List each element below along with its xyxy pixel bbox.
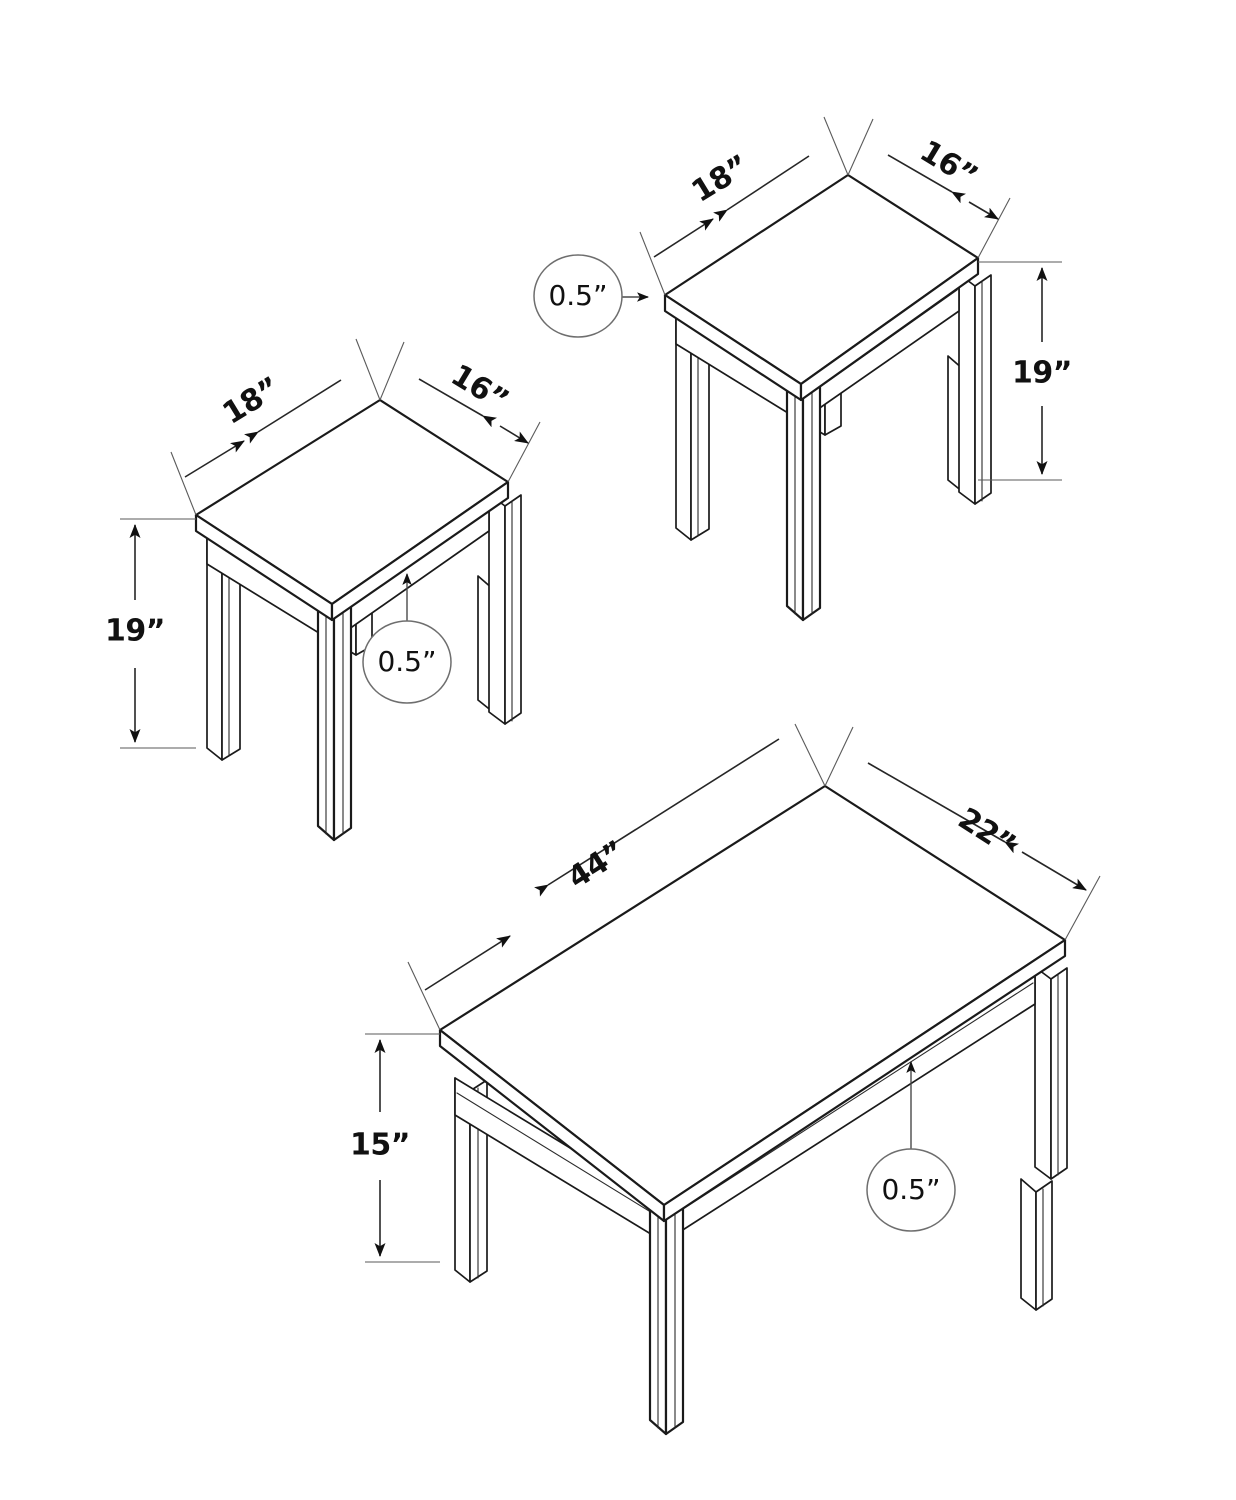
end-table-left: 18” 16” 19” 0.5” [105,338,541,842]
callout-right-table-thickness: 0.5” [533,254,649,338]
callout-circle-left [362,620,452,704]
callout-label-05in-left: 0.5” [377,645,436,678]
dimension-label-22in: 22” [952,801,1021,863]
callout-circle-coffee [866,1148,956,1232]
dimension-left-table-height: 19” [105,518,196,749]
dimension-coffee-table-height: 15” [350,1033,440,1263]
coffee-table: 44” 22” 15” 0.5” [350,723,1101,1436]
coffee-table-top [438,784,1067,1223]
coffee-leg-front [648,1195,685,1436]
coffee-leg-back-right [1020,1178,1053,1311]
end-table-right: 18” 16” 19” 0.5” [533,116,1072,622]
coffee-leg-right-front [1034,966,1068,1180]
coffee-leg-back-left [454,1077,488,1283]
table-leg-back-left-r [675,306,710,541]
table-leg-right-front-r [958,273,992,505]
dimension-right-table-height: 19” [978,261,1072,481]
dimension-label-15in: 15” [350,1128,410,1163]
dimension-label-19in-right: 19” [1012,356,1072,391]
table-leg-right-front [488,493,522,725]
dimension-label-44in: 44” [562,834,631,896]
callout-left-table-thickness: 0.5” [362,573,452,704]
table-leg-front [316,594,353,842]
callout-label-05in-right: 0.5” [548,279,607,312]
callout-label-05in-coffee: 0.5” [881,1173,940,1206]
dimension-label-18in-left: 18” [217,371,286,432]
table-leg-front-r [785,374,822,622]
dimension-label-19in-left: 19” [105,614,165,649]
dimension-label-16in-left: 16” [445,358,514,419]
callout-coffee-table-thickness: 0.5” [866,1061,956,1232]
dimension-label-18in-right: 18” [686,149,755,210]
callout-circle-right [533,254,623,338]
dimension-label-16in-right: 16” [914,134,983,195]
